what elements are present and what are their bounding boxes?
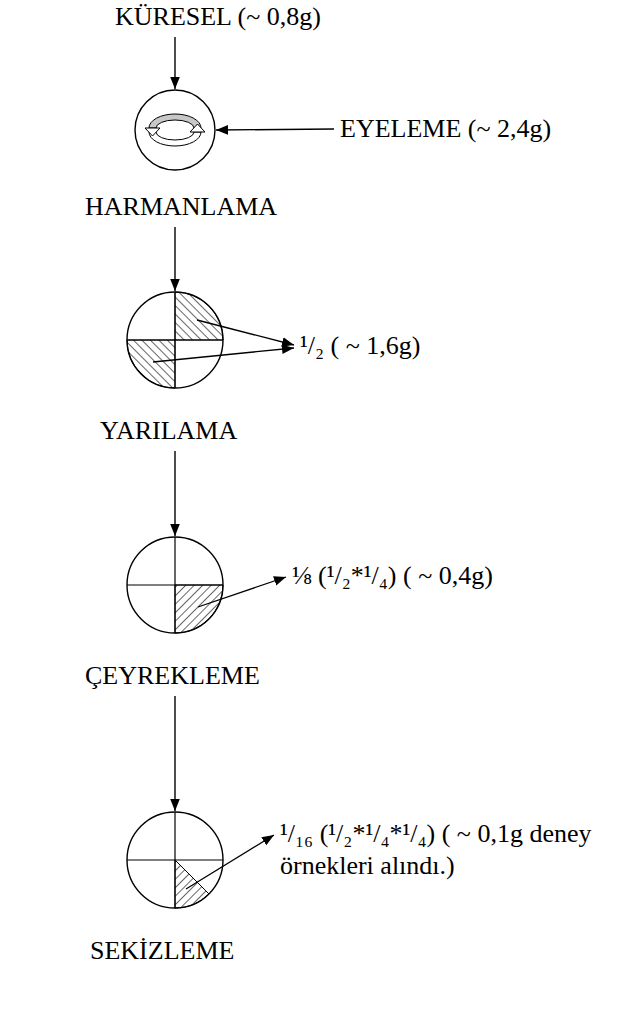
hatched-part (175, 860, 209, 908)
step-label: EYELEME (~ 2,4g) (340, 114, 551, 144)
flow-arrow (174, 37, 175, 89)
divider-line (127, 584, 223, 585)
sample-circle (127, 292, 223, 388)
step-caption: HARMANLAMA (85, 192, 277, 222)
circle-outline (125, 535, 225, 635)
circle-outline (133, 88, 217, 172)
process-circle: YARILAMA (100, 290, 237, 446)
process-circle: ÇEYREKLEME (85, 535, 260, 691)
step-caption: ÇEYREKLEME (85, 661, 260, 691)
step-caption: SEKİZLEME (90, 936, 234, 966)
flow-arrow (174, 451, 175, 536)
mix-band (149, 132, 201, 146)
divider-line (127, 859, 223, 860)
process-circle: HARMANLAMA (85, 88, 277, 222)
circle-outline (125, 810, 225, 910)
text-node: KÜRESEL (~ 0,8g) (115, 2, 321, 32)
leader-group (153, 320, 294, 889)
process-circle: SEKİZLEME (90, 810, 234, 966)
step-label: KÜRESEL (~ 0,8g) (115, 2, 321, 32)
leader-arrow (186, 835, 274, 889)
sample-circle (127, 812, 223, 908)
quadrant-lines (127, 537, 223, 633)
quadrant-lines (127, 812, 223, 908)
step-caption: YARILAMA (100, 416, 237, 446)
mix-arrow-head (145, 128, 160, 136)
flow-arrow (216, 129, 334, 130)
circle-outline (125, 290, 225, 390)
fraction-label: ⅛ (¹/₂*¹/₄) ( ~ 0,4g) (292, 560, 624, 592)
fraction-label: ¹/₁₆ (¹/₂*¹/₄*¹/₄) ( ~ 0,1g deney örnekl… (280, 818, 624, 882)
quadrant-lines (127, 292, 223, 388)
sample-circle (135, 90, 215, 170)
flow-arrow (174, 227, 175, 291)
flow-arrow (174, 696, 175, 811)
mixing-icon (145, 114, 205, 146)
sample-circle (127, 537, 223, 633)
divider-line (127, 339, 223, 340)
mix-arrow-head (190, 124, 205, 132)
fraction-label: ¹/₂ ( ~ 1,6g) (300, 330, 620, 362)
text-node: EYELEME (~ 2,4g) (340, 114, 551, 144)
mix-band (149, 114, 201, 128)
